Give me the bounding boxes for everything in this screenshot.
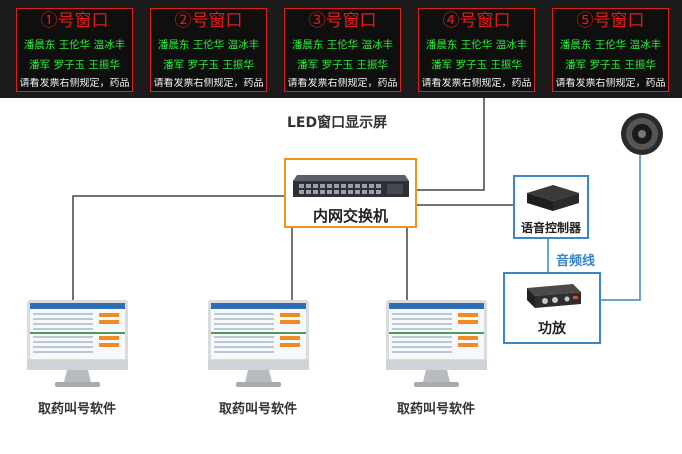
monitor-icon [27, 300, 128, 387]
led-panel-names-line2: 潘军 罗子玉 王振华 [565, 59, 656, 71]
monitor-icon [386, 300, 487, 387]
led-panel-title: ②号窗口 [174, 11, 243, 31]
audio-cable-label: 音频线 [556, 254, 596, 269]
amplifier-icon [527, 284, 581, 308]
computer-3 [386, 300, 487, 392]
network-switch-icon [293, 175, 409, 197]
led-panel-names-line2: 潘军 罗子玉 王振华 [29, 59, 120, 71]
monitor-icon [208, 300, 309, 387]
computer-1-caption: 取药叫号软件 [38, 402, 117, 417]
amplifier-label: 功放 [538, 321, 566, 337]
led-display-strip: ①号窗口 潘晨东 王伦华 温冰丰 潘军 罗子玉 王振华 请看发票右侧规定，药品 … [0, 0, 682, 98]
led-panel-title: ④号窗口 [442, 11, 511, 31]
led-panel-note: 请看发票右侧规定，药品 [555, 78, 666, 89]
led-panel-names-line1: 潘晨东 王伦华 温冰丰 [157, 39, 260, 51]
led-panel-3: ③号窗口 潘晨东 王伦华 温冰丰 潘军 罗子玉 王振华 请看发票右侧规定，药品 [284, 8, 401, 92]
led-panel-names-line1: 潘晨东 王伦华 温冰丰 [559, 39, 662, 51]
computer-3-caption: 取药叫号软件 [397, 402, 476, 417]
speaker-icon [621, 113, 663, 155]
led-panel-note: 请看发票右侧规定，药品 [153, 78, 264, 89]
led-panel-title: ⑤号窗口 [576, 11, 645, 31]
voice-controller-box: 语音控制器 [513, 175, 589, 239]
led-panel-1: ①号窗口 潘晨东 王伦华 温冰丰 潘军 罗子玉 王振华 请看发票右侧规定，药品 [16, 8, 133, 92]
led-panel-note: 请看发票右侧规定，药品 [421, 78, 532, 89]
computer-2 [208, 300, 309, 392]
switch-to-pc1-line [72, 195, 284, 300]
led-panel-note: 请看发票右侧规定，药品 [19, 78, 130, 89]
led-panel-names-line1: 潘晨东 王伦华 温冰丰 [425, 39, 528, 51]
amp-to-speaker-line [601, 155, 641, 301]
computer-1 [27, 300, 128, 392]
led-panel-names-line1: 潘晨东 王伦华 温冰丰 [291, 39, 394, 51]
voice-controller-icon [527, 185, 579, 211]
led-panel-names-line2: 潘军 罗子玉 王振华 [297, 59, 388, 71]
led-panel-5: ⑤号窗口 潘晨东 王伦华 温冰丰 潘军 罗子玉 王振华 请看发票右侧规定，药品 [552, 8, 669, 92]
led-panel-2: ②号窗口 潘晨东 王伦华 温冰丰 潘军 罗子玉 王振华 请看发票右侧规定，药品 [150, 8, 267, 92]
led-panel-names-line1: 潘晨东 王伦华 温冰丰 [23, 39, 126, 51]
led-panel-title: ①号窗口 [40, 11, 109, 31]
led-to-switch-line [417, 98, 485, 191]
led-panel-names-line2: 潘军 罗子玉 王振华 [163, 59, 254, 71]
switch-label: 内网交换机 [312, 207, 388, 225]
led-panel-title: ③号窗口 [308, 11, 377, 31]
led-panel-4: ④号窗口 潘晨东 王伦华 温冰丰 潘军 罗子玉 王振华 请看发票右侧规定，药品 [418, 8, 535, 92]
voice-controller-label: 语音控制器 [520, 221, 581, 235]
led-display-label: LED窗口显示屏 [287, 115, 388, 131]
led-panel-note: 请看发票右侧规定，药品 [287, 78, 398, 89]
switch-box: 内网交换机 [284, 158, 417, 228]
computer-2-caption: 取药叫号软件 [219, 402, 298, 417]
led-panel-names-line2: 潘军 罗子玉 王振华 [431, 59, 522, 71]
amplifier-box: 功放 [503, 272, 601, 344]
